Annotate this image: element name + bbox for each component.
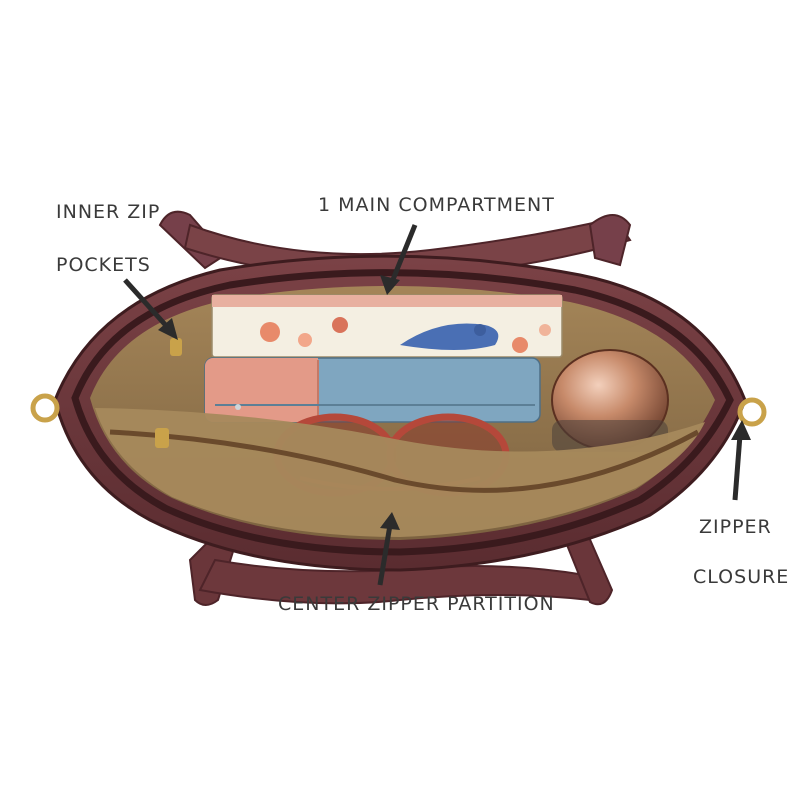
left-ring <box>30 393 60 423</box>
center-partition-zipper <box>109 429 700 493</box>
label-closure: CLOSURE <box>693 566 790 588</box>
label-zipper: ZIPPER <box>699 516 772 538</box>
label-center-partition: CENTER ZIPPER PARTITION <box>278 593 555 615</box>
right-ring <box>737 397 767 427</box>
notebook <box>211 294 563 358</box>
center-partition <box>95 408 705 537</box>
arrow-main-compartment <box>380 224 418 295</box>
arrow-center-partition <box>377 512 400 586</box>
canister <box>551 349 669 452</box>
zipper-pull-inner <box>155 428 169 448</box>
back-handle-right <box>588 214 632 267</box>
wallet <box>204 357 541 423</box>
front-handle-right <box>563 533 614 606</box>
arrow-zipper-closure <box>731 420 751 501</box>
label-pockets: POCKETS <box>56 254 151 276</box>
zipper-track <box>71 269 734 556</box>
zipper-pull-left <box>170 338 182 356</box>
label-main-compartment: 1 MAIN COMPARTMENT <box>318 194 555 216</box>
arrow-inner-pockets <box>123 278 178 340</box>
label-inner-zip: INNER ZIP <box>56 201 161 223</box>
